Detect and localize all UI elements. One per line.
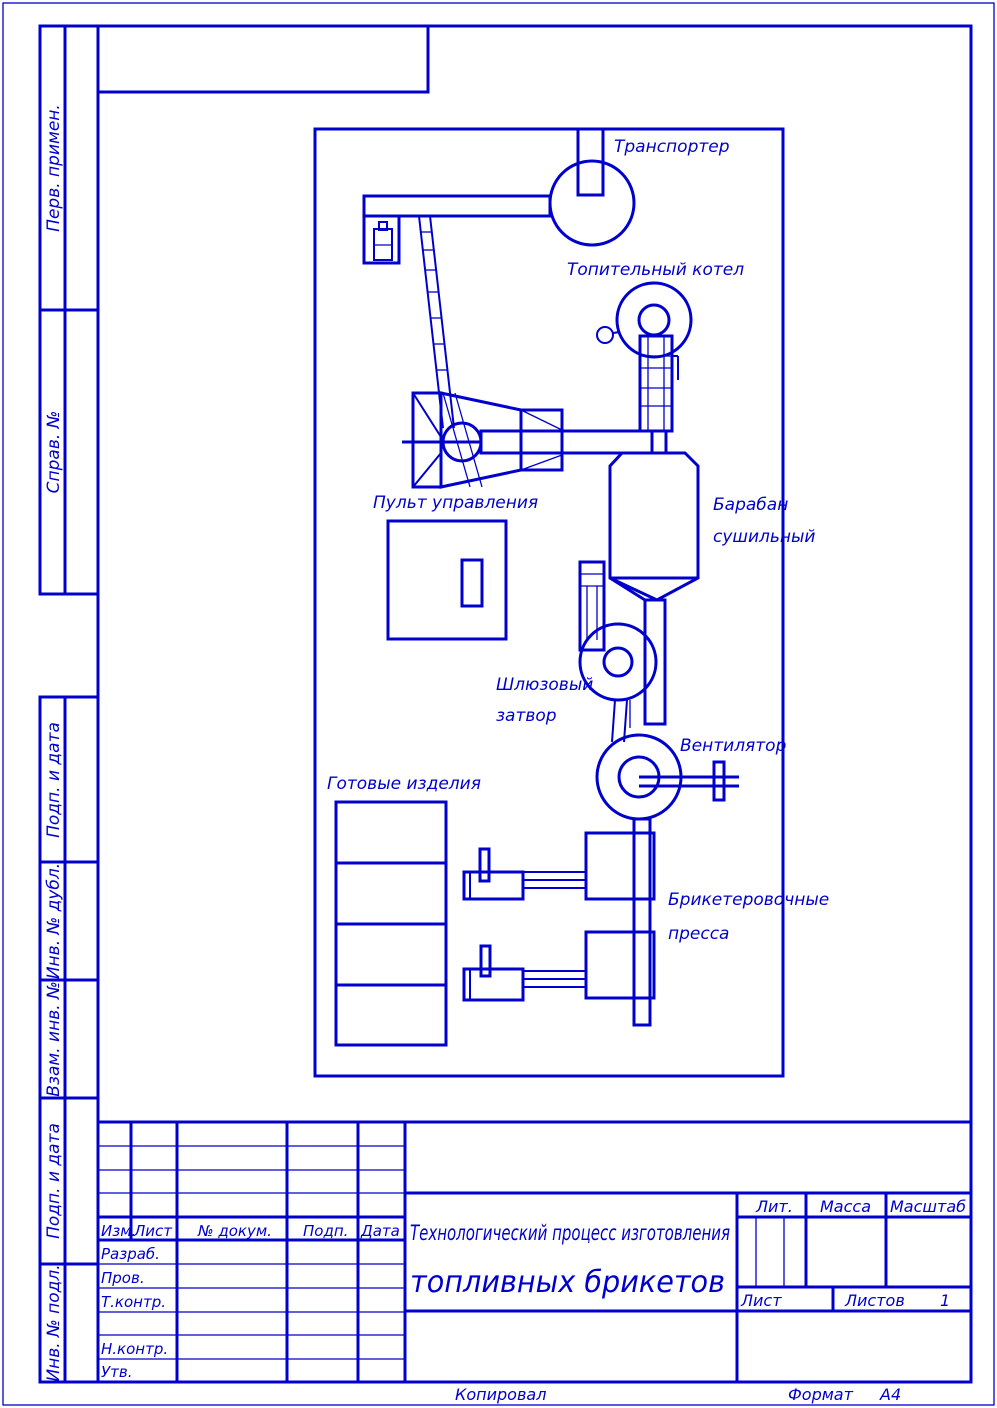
label-airlock-1: Шлюзовый — [496, 675, 593, 695]
label-fan: Вентилятор — [680, 736, 787, 756]
document-title-line2: топливных брикетов — [410, 1265, 725, 1300]
fan — [595, 733, 739, 1027]
label-press-2: пресса — [668, 924, 729, 944]
label-drum-2: сушильный — [713, 527, 815, 547]
control-panel — [386, 519, 508, 641]
left-margin — [38, 24, 98, 1384]
main-frame — [96, 24, 973, 1384]
col-izm: Изм. — [101, 1222, 136, 1240]
row-prov: Пров. — [101, 1269, 145, 1287]
transporter — [362, 129, 636, 265]
label-control-panel: Пульт управления — [373, 493, 538, 513]
footer-kopiroval: Копировал — [455, 1385, 546, 1404]
row-razrab: Разраб. — [101, 1245, 160, 1263]
col-list: Лист — [133, 1222, 173, 1240]
top-stamp — [98, 26, 430, 94]
listov-value: 1 — [940, 1291, 950, 1310]
label-podp-data-2: Подп. и дата — [44, 1123, 64, 1239]
drying-drum — [608, 431, 700, 726]
label-drum-1: Барабан — [713, 495, 788, 515]
label-lit: Лит. — [755, 1197, 793, 1216]
workshop-boundary — [313, 127, 785, 1078]
label-transporter: Транспортер — [614, 137, 730, 157]
label-podp-data-1: Подп. и дата — [44, 722, 64, 838]
col-data: Дата — [360, 1222, 400, 1240]
label-inv-podl: Инв. № подл. — [44, 1264, 64, 1381]
label-boiler: Топительный котел — [567, 260, 744, 280]
label-listov: Листов — [844, 1291, 905, 1310]
airlock — [578, 560, 658, 743]
boiler — [596, 281, 693, 433]
footer-format-value: A4 — [879, 1385, 901, 1404]
title-block-grid — [98, 1120, 971, 1382]
label-airlock-2: затвор — [496, 706, 557, 726]
crusher-unit — [402, 391, 668, 489]
finished-products — [334, 800, 448, 1047]
label-finished: Готовые изделия — [327, 774, 481, 794]
inclined-conveyor — [418, 215, 455, 429]
label-massa: Масса — [820, 1197, 871, 1216]
col-doc: № докум. — [197, 1222, 272, 1240]
label-list: Лист — [740, 1291, 782, 1310]
label-press-1: Брикетеровочные — [668, 890, 829, 910]
footer-format: Формат — [788, 1385, 854, 1404]
row-utv: Утв. — [101, 1363, 133, 1381]
row-tkontr: Т.контр. — [101, 1293, 166, 1311]
label-vzam-inv: Взам. инв. № — [44, 981, 64, 1096]
col-podp: Подп. — [303, 1222, 348, 1240]
label-inv-dubl: Инв. № дубл. — [44, 863, 64, 979]
label-masshtab: Масштаб — [890, 1197, 966, 1216]
document-title-line1: Технологический процесс изготовления — [410, 1221, 730, 1245]
press-2 — [462, 930, 656, 1002]
label-perv-primen: Перв. примен. — [44, 104, 64, 232]
label-sprav-no: Справ. № — [44, 411, 64, 494]
row-nkontr: Н.контр. — [101, 1340, 168, 1358]
press-1 — [462, 831, 656, 901]
